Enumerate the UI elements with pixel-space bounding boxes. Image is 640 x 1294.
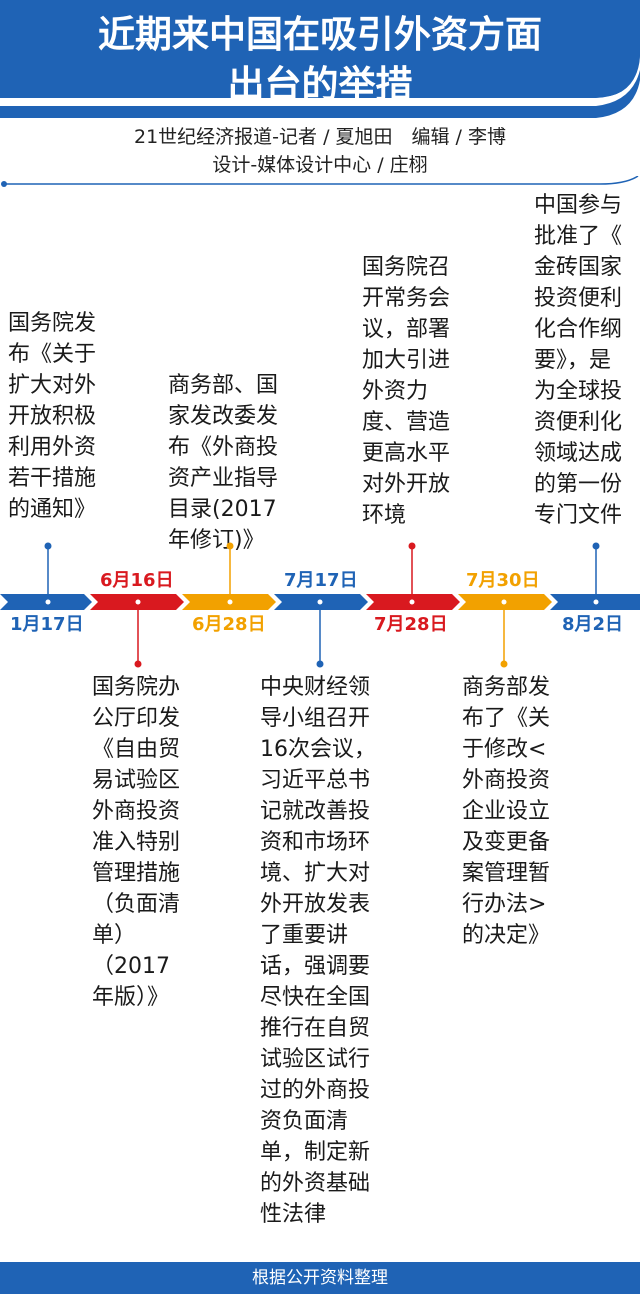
dot-1: [44, 542, 52, 550]
bar-marker-2: [135, 599, 141, 605]
divider-line: [1, 176, 639, 187]
date-label-7: 8月2日: [562, 614, 624, 635]
bar-marker-5: [409, 599, 415, 605]
date-label-5: 7月28日: [374, 614, 448, 635]
bar-marker-6: [501, 599, 507, 605]
bar-marker-7: [593, 599, 599, 605]
date-label-6: 7月30日: [466, 570, 540, 591]
event-text-5: 国务院召开常务会议，部署加大引进外资力度、营造更高水平对外开放环境: [362, 255, 451, 528]
date-label-3: 6月28日: [192, 614, 266, 635]
dot-5: [408, 542, 416, 550]
date-label-1: 1月17日: [10, 614, 84, 635]
header-background: [0, 0, 640, 118]
footer-source-note: 根据公开资料整理: [0, 1262, 640, 1294]
bar-marker-4: [317, 599, 323, 605]
dot-4: [316, 660, 324, 668]
dot-6: [500, 660, 508, 668]
credit-line-1: 21世纪经济报道-记者 / 夏旭田 编辑 / 李博: [134, 126, 506, 148]
credit-line-2: 设计-媒体设计中心 / 庄栩: [212, 154, 428, 176]
page-title-line-1: 近期来中国在吸引外资方面: [98, 13, 542, 56]
dot-7: [592, 542, 600, 550]
date-label-4: 7月17日: [284, 570, 358, 591]
dot-2: [134, 660, 142, 668]
event-text-7: 中国参与批准了《金砖国家投资便利化合作纲要》，是为全球投资便利化领域达成的第一份…: [534, 193, 623, 528]
date-label-2: 6月16日: [100, 570, 174, 591]
bar-marker-3: [227, 599, 233, 605]
event-text-1: 国务院发布《关于扩大对外开放积极利用外资若干措施的通知》: [8, 311, 97, 522]
page-title-line-2: 出台的举措: [227, 63, 413, 106]
dot-3: [226, 542, 234, 550]
event-text-6: 商务部发布了《关于修改<外商投资企业设立及变更备案管理暂行办法>的决定》: [462, 675, 551, 948]
header-banner: 近期来中国在吸引外资方面 出台的举措: [0, 0, 640, 120]
bar-marker-1: [45, 599, 51, 605]
